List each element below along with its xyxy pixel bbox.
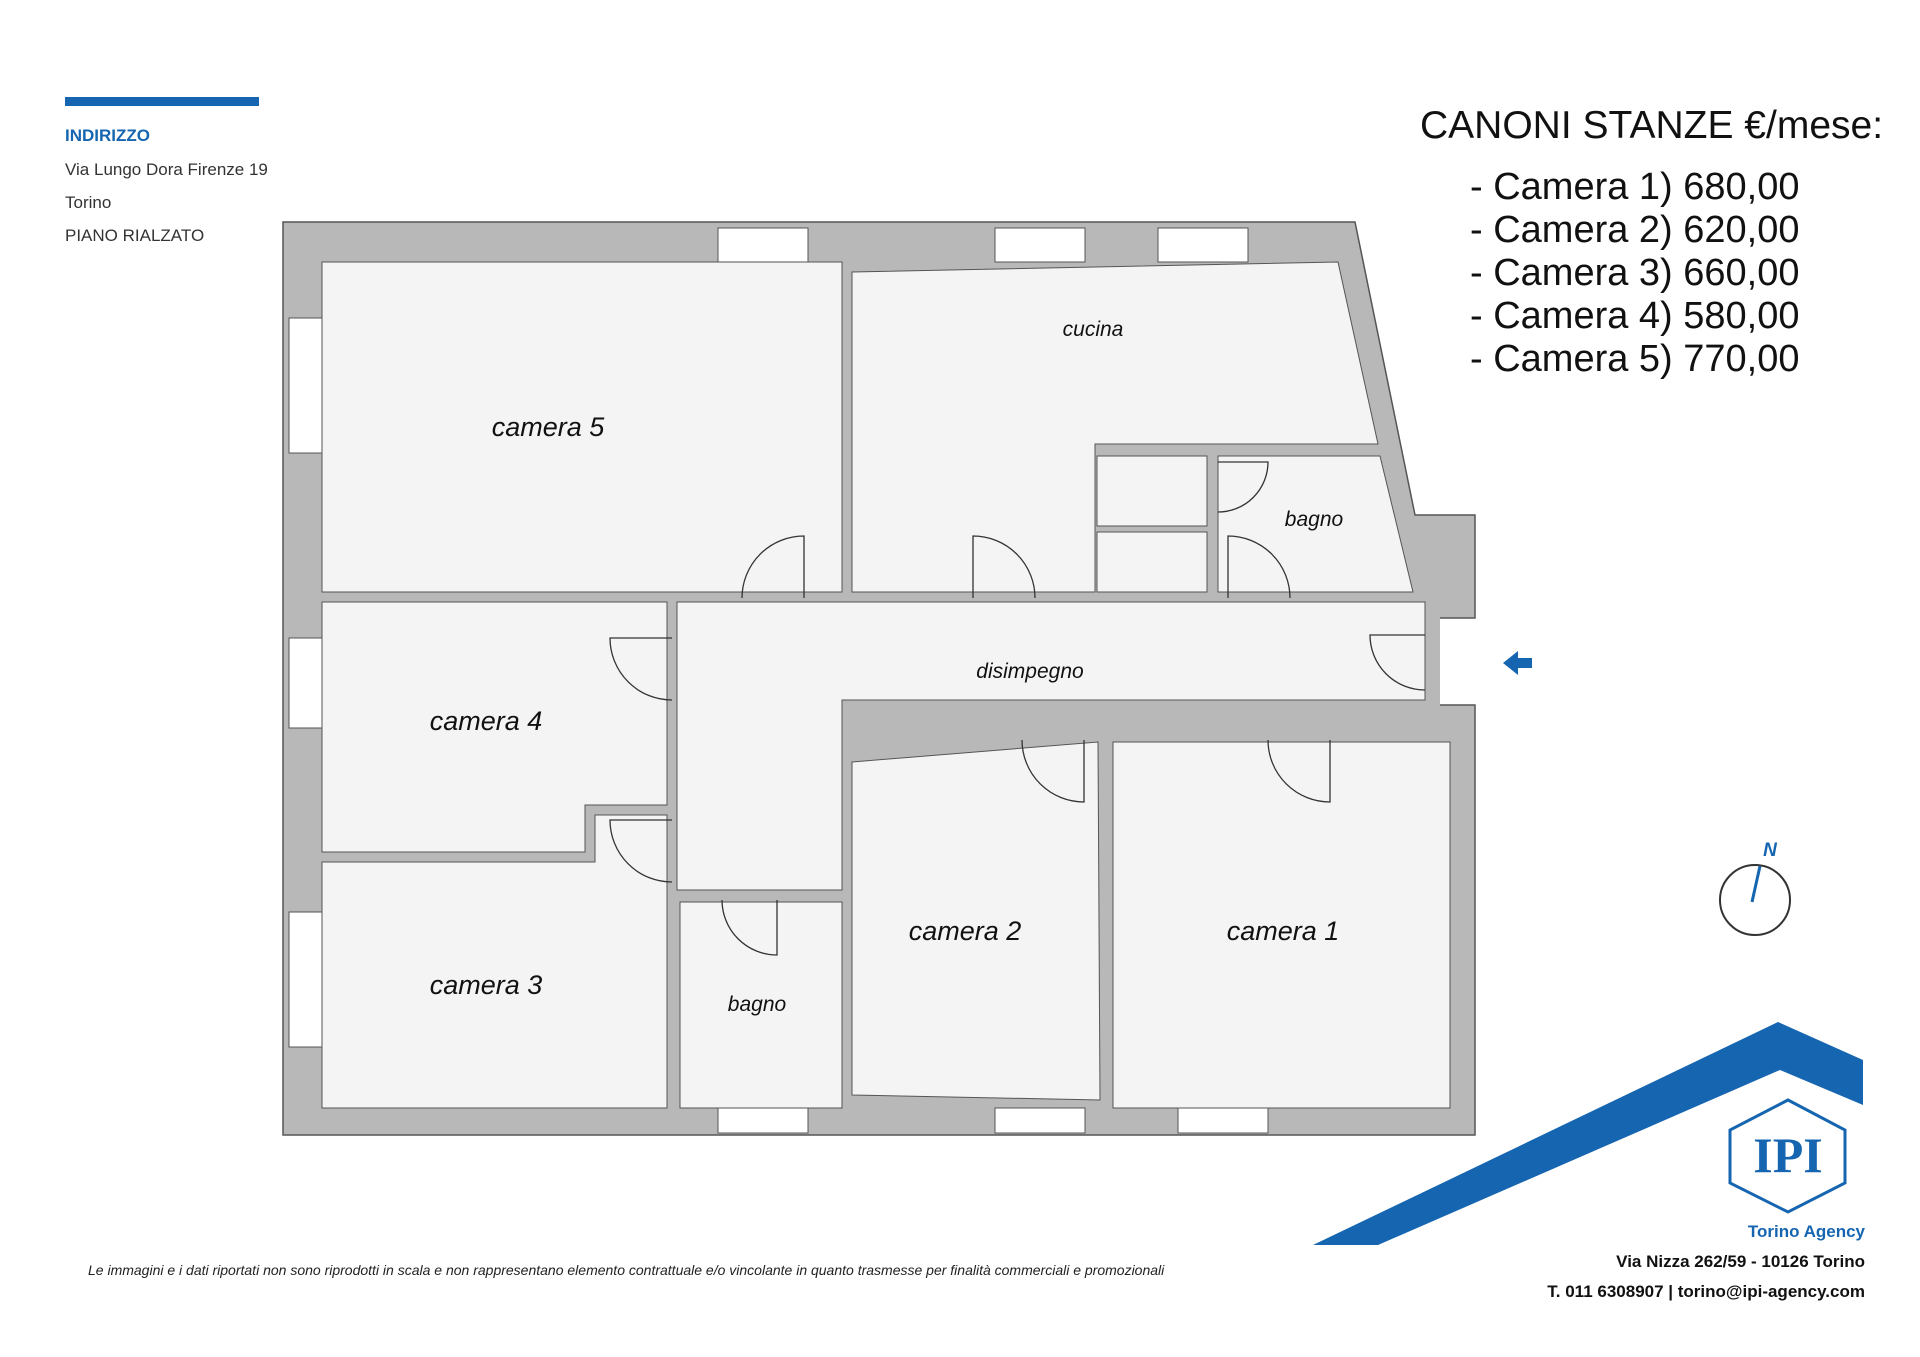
label-disimpegno: disimpegno bbox=[976, 660, 1084, 683]
rent-block: CANONI STANZE €/mese: - Camera 1) 680,00… bbox=[1420, 104, 1900, 381]
rent-item: - Camera 3) 660,00 bbox=[1470, 252, 1800, 294]
disclaimer: Le immagini e i dati riportati non sono … bbox=[88, 1262, 1165, 1278]
address-street: Via Lungo Dora Firenze 19 bbox=[65, 160, 268, 179]
rent-title: CANONI STANZE €/mese: bbox=[1420, 104, 1884, 147]
door-swing bbox=[609, 819, 673, 883]
address-floor: PIANO RIALZATO bbox=[65, 226, 205, 245]
room-bagno-top bbox=[1217, 455, 1414, 593]
room-disimpegno bbox=[676, 601, 1426, 891]
window bbox=[288, 911, 323, 1048]
agency-contact[interactable]: T. 011 6308907 | torino@ipi-agency.com bbox=[1547, 1282, 1865, 1301]
window bbox=[1177, 1107, 1269, 1134]
window bbox=[717, 227, 809, 263]
window bbox=[994, 227, 1086, 263]
room-closet-2 bbox=[1096, 531, 1208, 593]
label-camera4: camera 4 bbox=[430, 706, 543, 736]
ipi-logo: IPI bbox=[1728, 1098, 1847, 1214]
door-swing bbox=[1267, 739, 1331, 803]
address-accent-bar bbox=[65, 97, 259, 106]
rent-item: - Camera 1) 680,00 bbox=[1470, 166, 1800, 208]
label-camera3: camera 3 bbox=[430, 970, 543, 1000]
label-camera5: camera 5 bbox=[492, 412, 606, 442]
window bbox=[1157, 227, 1249, 263]
room-closet bbox=[1096, 455, 1208, 527]
compass-icon: N bbox=[1719, 840, 1791, 936]
address-block: INDIRIZZO Via Lungo Dora Firenze 19 Tori… bbox=[65, 97, 365, 259]
roof-graphic bbox=[1313, 1022, 1863, 1245]
door-swing bbox=[721, 899, 778, 956]
room-camera1 bbox=[1112, 741, 1451, 1109]
compass-label: N bbox=[1763, 840, 1778, 861]
door-swing bbox=[972, 535, 1036, 599]
window bbox=[288, 637, 323, 729]
door-swing bbox=[1227, 535, 1291, 599]
rent-item: - Camera 2) 620,00 bbox=[1470, 209, 1800, 251]
label-cucina: cucina bbox=[1063, 318, 1124, 341]
rent-list: - Camera 1) 680,00 - Camera 2) 620,00 - … bbox=[1470, 166, 1900, 381]
label-camera1: camera 1 bbox=[1227, 916, 1340, 946]
room-cucina bbox=[851, 261, 1379, 593]
room-camera2 bbox=[851, 741, 1101, 1101]
window bbox=[717, 1107, 809, 1134]
logo-text: IPI bbox=[1753, 1127, 1822, 1183]
room-bagno-bottom bbox=[679, 901, 843, 1109]
agency-name: Torino Agency bbox=[1747, 1222, 1865, 1241]
door-swing bbox=[741, 535, 805, 599]
door-swing bbox=[609, 637, 673, 701]
label-camera2: camera 2 bbox=[909, 916, 1022, 946]
room-camera5 bbox=[321, 261, 843, 593]
label-bagno-top: bagno bbox=[1285, 508, 1344, 531]
address-label: INDIRIZZO bbox=[65, 126, 150, 145]
arrow-left-icon bbox=[1503, 651, 1532, 675]
label-bagno-bottom: bagno bbox=[728, 993, 787, 1016]
room-camera3 bbox=[321, 814, 668, 1109]
window bbox=[288, 317, 323, 454]
door-swing bbox=[1369, 634, 1426, 691]
address-city: Torino bbox=[65, 193, 112, 212]
rent-item: - Camera 5) 770,00 bbox=[1470, 338, 1800, 380]
room-camera4 bbox=[321, 601, 668, 853]
agency-block: Torino Agency Via Nizza 262/59 - 10126 T… bbox=[1547, 1222, 1865, 1312]
rent-item: - Camera 4) 580,00 bbox=[1470, 295, 1800, 337]
agency-address: Via Nizza 262/59 - 10126 Torino bbox=[1616, 1252, 1865, 1271]
door-swing bbox=[1217, 461, 1269, 513]
door-swing bbox=[1021, 739, 1085, 803]
window bbox=[994, 1107, 1086, 1134]
